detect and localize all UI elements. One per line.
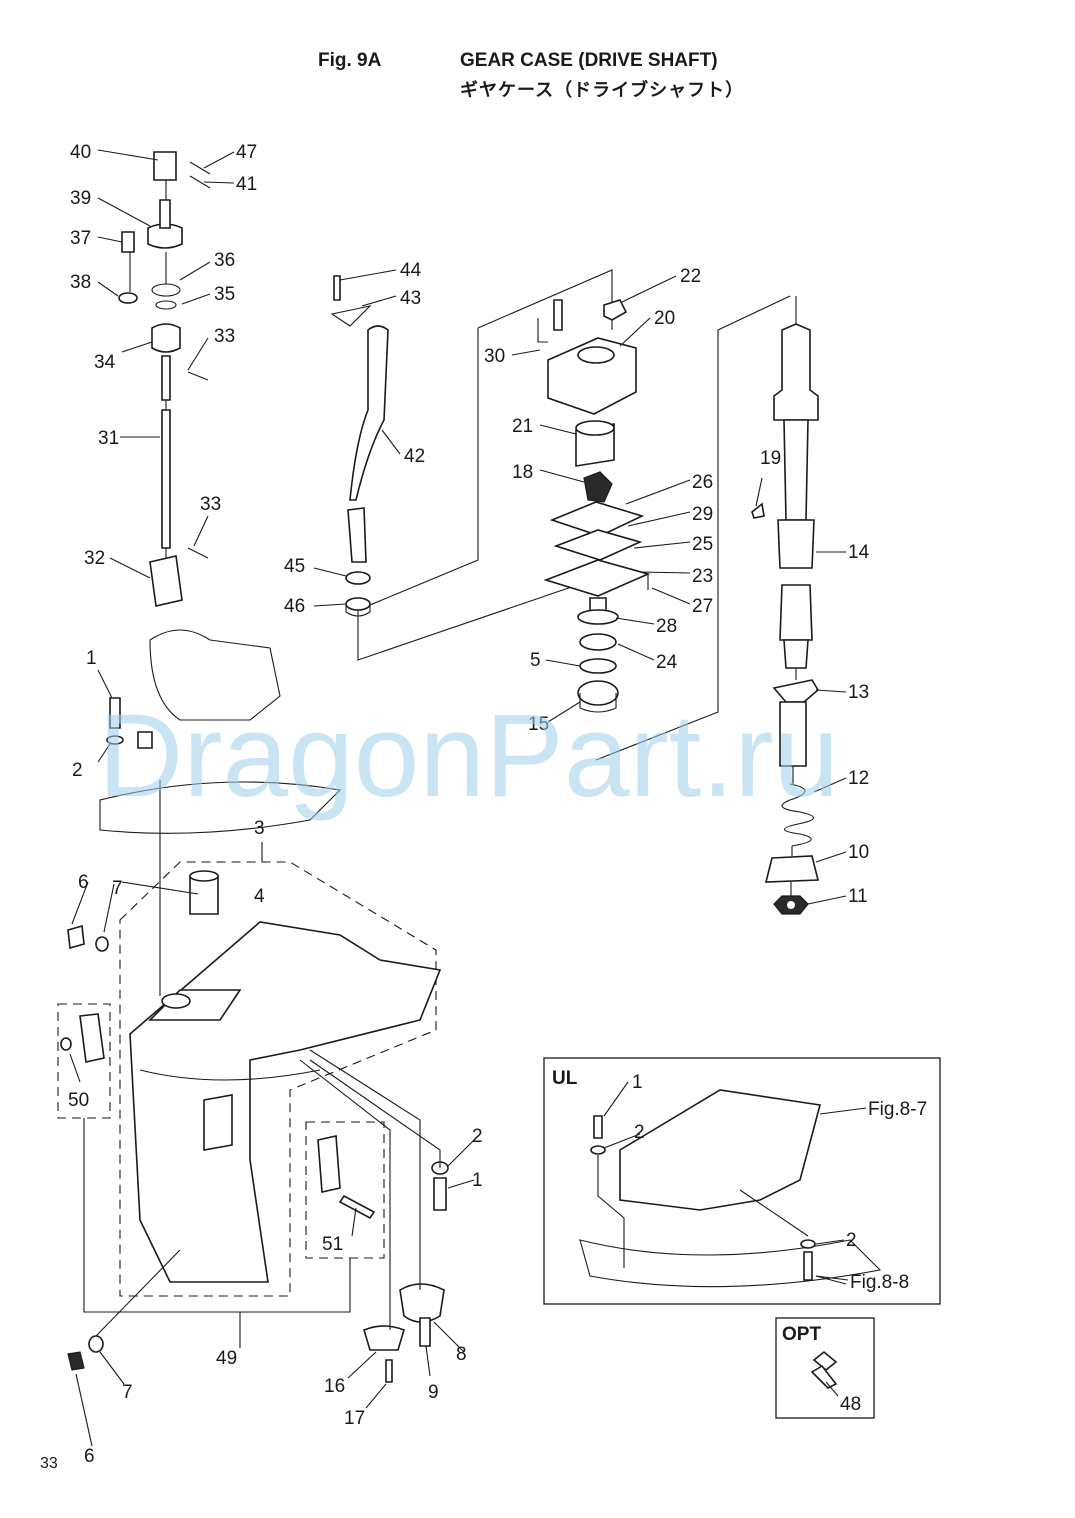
callout-16: 16 bbox=[324, 1376, 345, 1397]
callout-1b: 1 bbox=[472, 1170, 483, 1191]
callout-32: 32 bbox=[84, 548, 105, 569]
callout-34: 34 bbox=[94, 352, 116, 373]
callout-36: 36 bbox=[214, 250, 235, 271]
callout-43: 43 bbox=[400, 288, 421, 309]
callout-46: 46 bbox=[284, 596, 305, 617]
lower-gear-case bbox=[67, 780, 442, 1297]
callout-numbers: 40 47 41 39 37 36 38 35 34 33 31 33 32 4… bbox=[68, 142, 870, 1467]
water-pump-assembly bbox=[357, 269, 791, 761]
callout-27: 27 bbox=[692, 596, 713, 617]
callout-12: 12 bbox=[848, 768, 869, 789]
ul-callout-2b: 2 bbox=[846, 1230, 857, 1251]
figure-title-japanese: ギヤケース（ドライブシャフト） bbox=[460, 80, 745, 100]
callout-7: 7 bbox=[112, 878, 123, 899]
callout-23: 23 bbox=[692, 566, 713, 587]
drive-shaft-assembly bbox=[751, 296, 820, 915]
callout-29: 29 bbox=[692, 504, 713, 525]
callout-42: 42 bbox=[404, 446, 425, 467]
callout-17: 17 bbox=[344, 1408, 365, 1429]
callout-45: 45 bbox=[284, 556, 305, 577]
ul-label: UL bbox=[552, 1068, 578, 1089]
callout-20: 20 bbox=[654, 308, 675, 329]
ul-callout-1: 1 bbox=[632, 1072, 643, 1093]
callout-21: 21 bbox=[512, 416, 533, 437]
callout-26: 26 bbox=[692, 472, 713, 493]
figure-title-english: GEAR CASE (DRIVE SHAFT) bbox=[460, 50, 718, 71]
callout-38: 38 bbox=[70, 272, 91, 293]
callout-44: 44 bbox=[400, 260, 422, 281]
callout-11: 11 bbox=[848, 886, 868, 907]
page-number: 33 bbox=[40, 1455, 58, 1472]
callout-10: 10 bbox=[848, 842, 869, 863]
callout-5: 5 bbox=[530, 650, 541, 671]
callout-8: 8 bbox=[456, 1344, 467, 1365]
callout-33b: 33 bbox=[200, 494, 221, 515]
callout-41: 41 bbox=[236, 174, 257, 195]
callout-50: 50 bbox=[68, 1090, 89, 1111]
opt-callout-48: 48 bbox=[840, 1394, 861, 1415]
callout-28: 28 bbox=[656, 616, 677, 637]
callout-6b: 6 bbox=[84, 1446, 95, 1467]
leader-lines bbox=[69, 149, 847, 1447]
callout-49: 49 bbox=[216, 1348, 237, 1369]
callout-30: 30 bbox=[484, 346, 505, 367]
water-tube-assembly bbox=[330, 275, 389, 617]
callout-31: 31 bbox=[98, 428, 119, 449]
upper-casing-outline bbox=[99, 629, 342, 834]
callout-1: 1 bbox=[86, 648, 97, 669]
callout-9: 9 bbox=[428, 1382, 439, 1403]
anode-components bbox=[57, 1003, 385, 1313]
opt-inset bbox=[775, 1317, 875, 1419]
ul-callout-2: 2 bbox=[634, 1122, 645, 1143]
callout-14: 14 bbox=[848, 542, 870, 563]
callout-3: 3 bbox=[254, 818, 265, 839]
callout-40: 40 bbox=[70, 142, 91, 163]
callout-19: 19 bbox=[760, 448, 781, 469]
shift-rod-assembly bbox=[118, 151, 211, 607]
callout-15: 15 bbox=[528, 714, 549, 735]
watermark: DragonPart.ru bbox=[98, 690, 839, 822]
callout-4: 4 bbox=[254, 886, 265, 907]
callout-2b: 2 bbox=[472, 1126, 483, 1147]
callout-22: 22 bbox=[680, 266, 701, 287]
callout-2: 2 bbox=[72, 760, 83, 781]
callout-35: 35 bbox=[214, 284, 235, 305]
ul-ref-fig-8-8: Fig.8-8 bbox=[850, 1272, 909, 1293]
opt-label: OPT bbox=[782, 1324, 821, 1345]
ul-ref-fig-8-7: Fig.8-7 bbox=[868, 1099, 927, 1120]
callout-7b: 7 bbox=[122, 1382, 133, 1403]
callout-13: 13 bbox=[848, 682, 869, 703]
callout-6: 6 bbox=[78, 872, 89, 893]
callout-37: 37 bbox=[70, 228, 91, 249]
callout-24: 24 bbox=[656, 652, 678, 673]
callout-18: 18 bbox=[512, 462, 533, 483]
callout-47: 47 bbox=[236, 142, 257, 163]
callout-39: 39 bbox=[70, 188, 91, 209]
figure-label: Fig. 9A bbox=[318, 50, 382, 71]
callout-51: 51 bbox=[322, 1234, 343, 1255]
ul-inset bbox=[543, 1057, 941, 1305]
callout-25: 25 bbox=[692, 534, 713, 555]
callout-33: 33 bbox=[214, 326, 235, 347]
lower-fasteners bbox=[67, 1049, 449, 1383]
